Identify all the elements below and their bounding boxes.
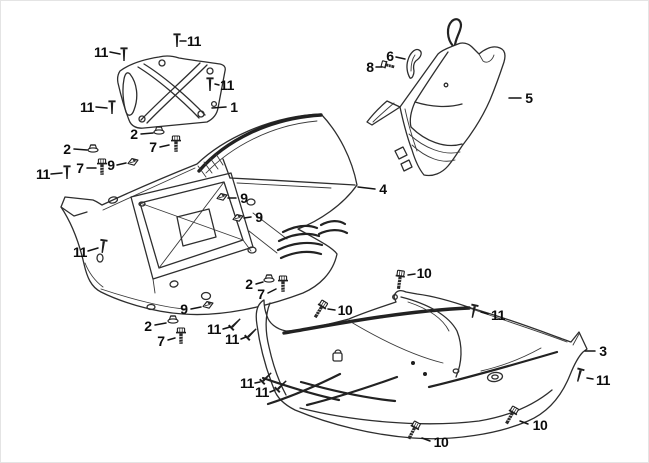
- callout-10: 10: [416, 265, 432, 281]
- hex-bolt-icon: [310, 298, 330, 321]
- callout-7: 7: [149, 139, 157, 155]
- callout-2: 2: [144, 318, 152, 334]
- nut-icon: [87, 144, 99, 153]
- part-5-center-cover-lower: [366, 18, 506, 177]
- callout-6: 6: [386, 48, 394, 64]
- callout-11: 11: [187, 33, 201, 49]
- callout-7: 7: [257, 286, 265, 302]
- callout-11: 11: [220, 77, 234, 93]
- bolt-icon: [170, 135, 182, 153]
- screw-icon: [63, 165, 71, 179]
- callout-10: 10: [337, 302, 353, 318]
- callout-11: 11: [491, 307, 505, 323]
- callout-2: 2: [130, 126, 138, 142]
- callout-5: 5: [525, 90, 533, 106]
- screw-icon: [120, 47, 128, 61]
- callout-11: 11: [240, 375, 254, 391]
- clip-icon: [127, 157, 139, 166]
- part-4-floor-panel: [60, 113, 358, 316]
- callout-11: 11: [73, 244, 87, 260]
- callout-7: 7: [157, 333, 165, 349]
- callout-9: 9: [180, 301, 188, 317]
- callout-3: 3: [599, 343, 607, 359]
- callout-2: 2: [63, 141, 71, 157]
- screw-icon: [244, 326, 259, 341]
- nut-icon: [153, 126, 165, 135]
- nut-icon: [167, 315, 179, 324]
- callout-9: 9: [240, 190, 248, 206]
- callout-11: 11: [225, 331, 239, 347]
- callout-11: 11: [94, 44, 108, 60]
- screw-icon: [173, 33, 181, 47]
- part-3-floor-side-cover: [255, 290, 588, 440]
- part-1-floor-center-cover: [116, 55, 226, 129]
- screw-icon: [228, 316, 243, 331]
- callout-11: 11: [36, 166, 50, 182]
- callout-9: 9: [107, 157, 115, 173]
- callout-10: 10: [433, 434, 449, 450]
- callout-4: 4: [379, 181, 387, 197]
- callout-1: 1: [230, 99, 238, 115]
- part-6-bracket: [406, 48, 422, 79]
- bolt-icon: [96, 158, 108, 176]
- leader-lines: [50, 40, 596, 442]
- callout-2: 2: [245, 276, 253, 292]
- callout-11: 11: [80, 99, 94, 115]
- callout-9: 9: [255, 209, 263, 225]
- bolt-icon: [175, 327, 187, 345]
- callout-11: 11: [207, 321, 221, 337]
- callout-7: 7: [76, 160, 84, 176]
- callout-10: 10: [532, 417, 548, 433]
- screw-icon: [574, 367, 585, 383]
- callout-8: 8: [366, 59, 374, 75]
- hex-bolt-icon: [393, 269, 407, 291]
- callout-11: 11: [255, 384, 269, 400]
- screw-icon: [108, 100, 116, 114]
- callout-11: 11: [596, 372, 610, 388]
